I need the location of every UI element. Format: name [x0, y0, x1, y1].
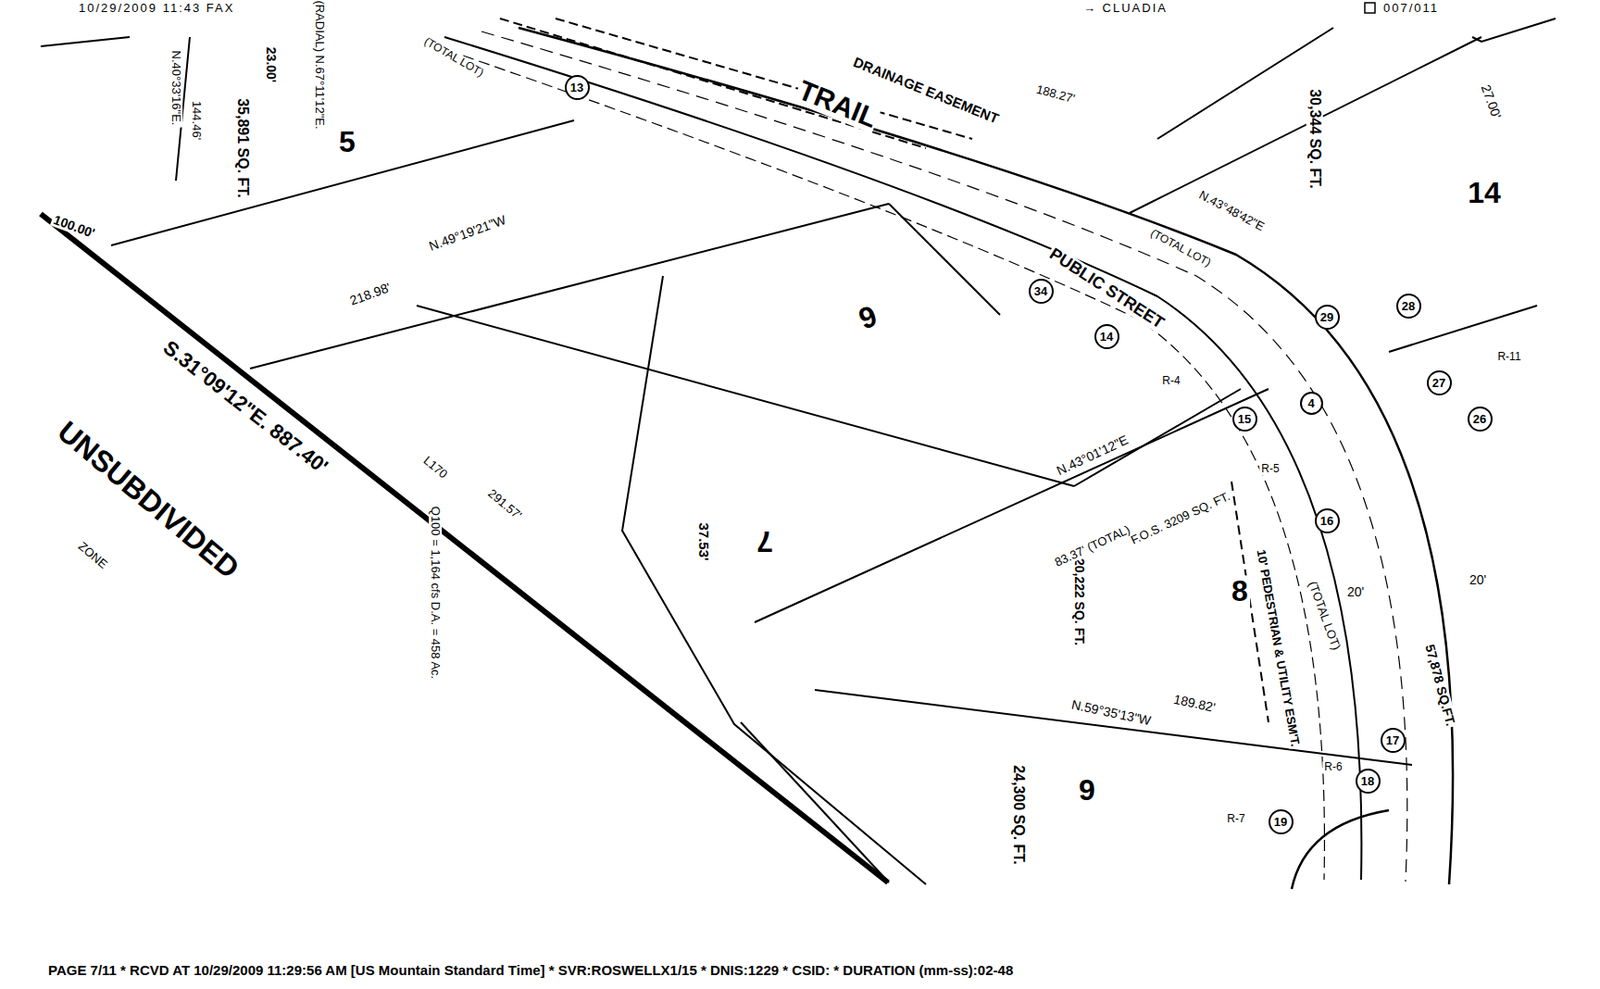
plat-annotation: 10/29/2009 11:43 FAX [76, 1, 237, 15]
callout-number: 4 [1307, 397, 1314, 410]
plat-annotation: UNSUBDIVIDED [50, 413, 247, 587]
callout-number: 19 [1274, 815, 1288, 828]
plat-annotation: 14 [1465, 176, 1503, 210]
plat-annotation: F.O.S. 3209 SQ. FT. [1126, 488, 1234, 549]
callout-circle: 27 [1426, 370, 1452, 396]
plat-annotation: N.40°33'16"E. [169, 49, 183, 128]
plat-annotation: 57,878 SQ.FT. [1421, 640, 1458, 729]
plat-annotation: 37.53' [696, 520, 713, 563]
plat-annotation: → CLUADIA [1081, 1, 1170, 15]
plat-annotation: 20' [1345, 585, 1366, 600]
plat-annotation: 188.27' [1033, 82, 1078, 107]
callout-number: 13 [570, 81, 584, 94]
callout-circle: 26 [1467, 406, 1493, 432]
plat-annotation: (TOTAL LOT) [420, 34, 488, 80]
plat-annotation: Q100 = 1,164 cfs D.A. = 458 Ac. [428, 504, 442, 681]
plat-annotation: N.49°19'21"W [425, 212, 511, 255]
plat-annotation: 24,300 SQ. FT. [1010, 762, 1027, 867]
plat-annotation: PAGE 7/11 * RCVD AT 10/29/2009 11:29:56 … [46, 962, 1015, 979]
callout-circle: 17 [1380, 727, 1406, 753]
plat-annotation: 30,344 SQ. FT. [1306, 87, 1324, 191]
plat-annotation: 10' PEDESTRIAN & UTILITY ESM'T. [1253, 547, 1302, 750]
plat-annotation: 189.82' [1170, 691, 1219, 715]
callout-number: 16 [1320, 514, 1334, 527]
callout-number: 14 [1100, 330, 1113, 343]
callout-circle: 4 [1300, 391, 1324, 415]
callout-number: 28 [1401, 300, 1415, 313]
plat-annotation: R-5 [1259, 462, 1281, 475]
callout-circle: 13 [564, 75, 590, 100]
plat-annotation: 35,891 SQ. FT. [234, 96, 251, 200]
callout-number: 18 [1361, 775, 1375, 788]
callout-circle: 18 [1355, 768, 1381, 794]
plat-annotation: R-11 [1495, 350, 1523, 363]
callout-number: 34 [1034, 285, 1048, 298]
callout-circle: 34 [1028, 278, 1054, 304]
callout-circle: 29 [1314, 304, 1340, 330]
plat-annotation: 218.98' [346, 279, 395, 309]
plat-annotation: 291.57' [484, 486, 526, 525]
callout-circle: 16 [1314, 508, 1340, 534]
plat-annotation: 8 [1229, 575, 1250, 608]
callout-number: 17 [1386, 734, 1400, 747]
callout-circle: 28 [1396, 293, 1422, 319]
callout-circle: 19 [1268, 809, 1294, 835]
plat-annotation: 6 [852, 298, 884, 337]
plat-annotation: 007/011 [1381, 1, 1441, 15]
callout-number: 27 [1432, 376, 1446, 389]
plat-annotation: PUBLIC STREET [1044, 244, 1169, 335]
plat-annotation: 7 [754, 524, 775, 557]
callout-number: 29 [1320, 311, 1334, 324]
plat-annotation: (RADIAL) N.67°11'12"E. [312, 0, 326, 132]
plat-annotation: TRAIL [792, 73, 884, 134]
plat-annotation: N.43°48'42"E [1195, 187, 1269, 236]
plat-annotation: 5 [337, 125, 358, 159]
plat-annotation: 9 [1076, 774, 1098, 807]
callout-circle: 14 [1094, 324, 1120, 350]
callout-circle: 15 [1232, 406, 1258, 432]
plat-annotation: R-6 [1322, 761, 1344, 774]
plat-annotation: S.31°09'12"E. 887.40' [157, 335, 334, 480]
plat-annotation: 83.37' (TOTAL) [1050, 522, 1134, 571]
callout-number: 26 [1473, 412, 1487, 425]
plat-annotation: 144.46' [189, 99, 203, 142]
plat-annotation: R-4 [1160, 375, 1182, 388]
plat-annotation: R-7 [1225, 812, 1247, 825]
plat-annotation: 23.00' [262, 45, 277, 85]
plat-annotation: 27.00' [1477, 81, 1505, 123]
plat-annotation: 20,222 SQ. FT. [1071, 556, 1086, 648]
callout-number: 15 [1237, 412, 1251, 425]
plat-annotation: ZONE [74, 538, 112, 574]
plat-annotation: L170 [419, 452, 451, 483]
plat-annotation: 20' [1467, 573, 1488, 588]
